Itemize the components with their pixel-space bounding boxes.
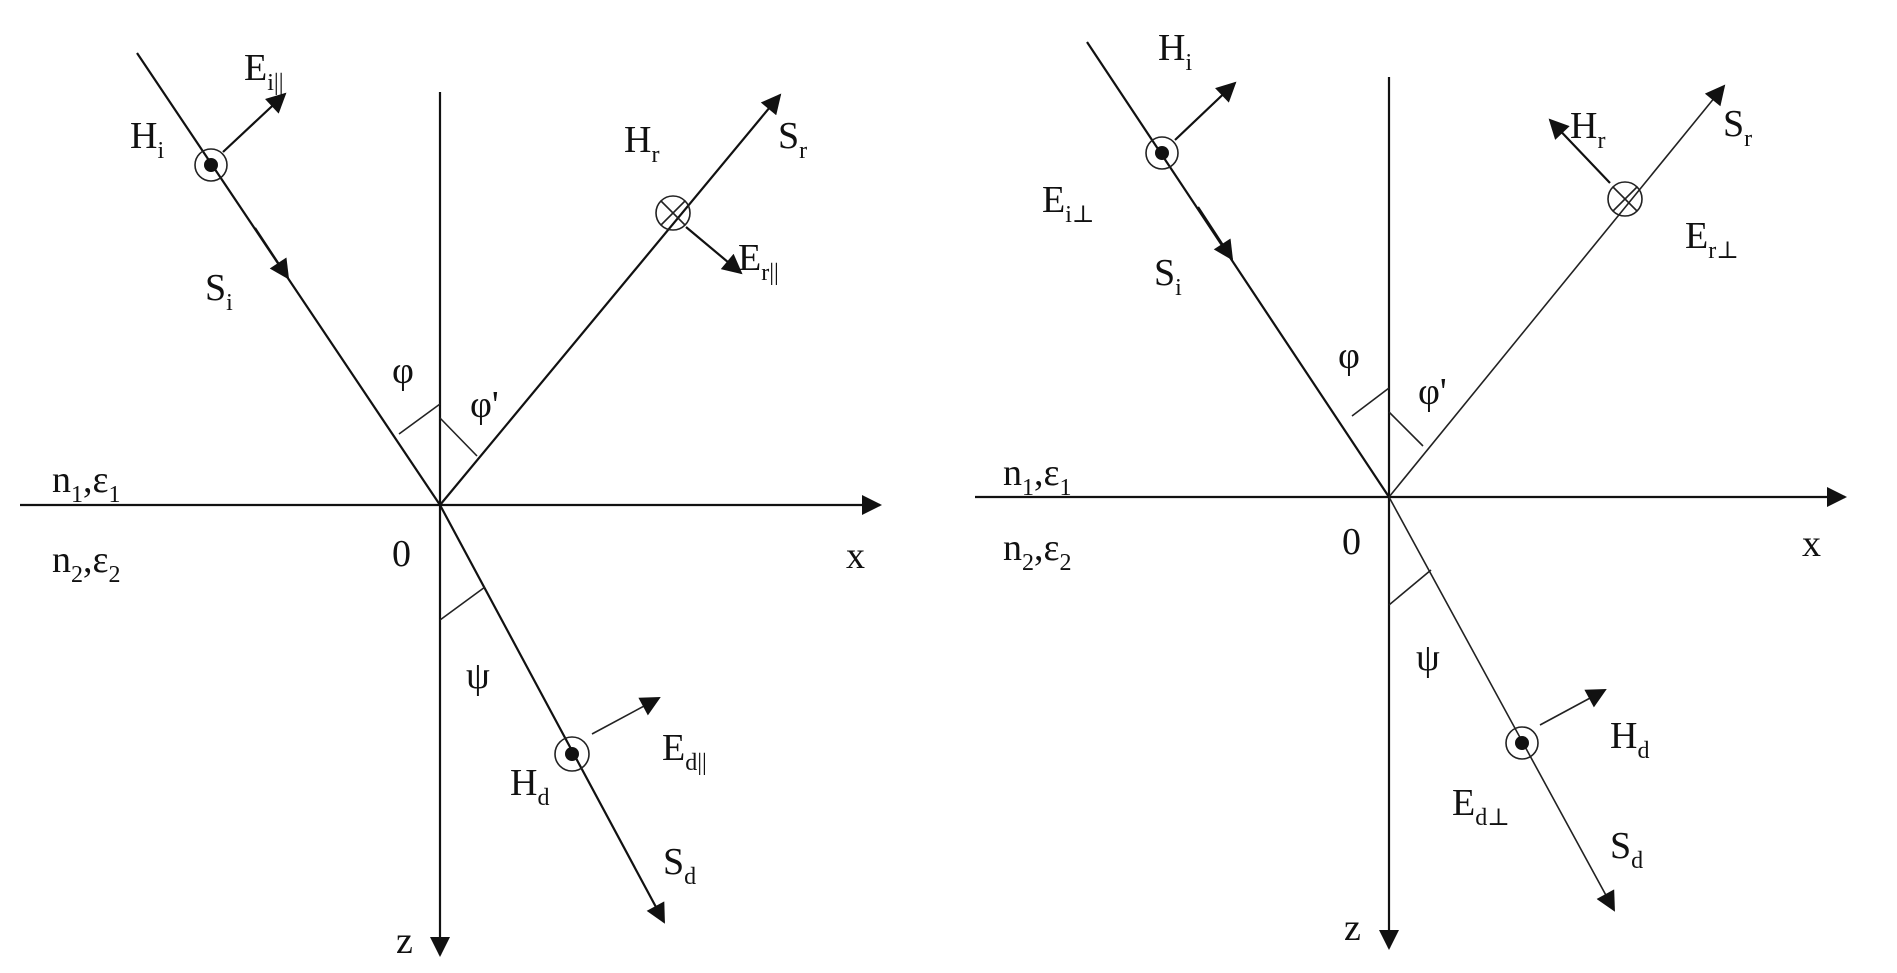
left-ed-vector [591, 697, 661, 735]
left-label-er: Er|| [738, 237, 779, 286]
right-label-sd: Sd [1610, 825, 1643, 874]
left-label-phi-prime: φ' [470, 384, 499, 426]
left-ei-vector [222, 92, 287, 153]
right-label-medium-2: n2,ε2 [1003, 527, 1071, 576]
left-label-hi: Hi [130, 115, 164, 164]
left-label-hd: Hd [510, 762, 549, 811]
left-er-vector [685, 226, 743, 275]
right-label-si: Si [1154, 252, 1182, 301]
left-label-ed: Ed|| [662, 727, 707, 776]
right-label-er: Er⊥ [1685, 215, 1739, 264]
right-label-psi: ψ [1416, 637, 1440, 679]
left-label-si: Si [205, 267, 233, 316]
right-label-hd: Hd [1610, 715, 1649, 764]
right-incident-ray-arrow [1197, 206, 1234, 261]
left-reflected-ray [439, 93, 782, 506]
right-label-phi-prime: φ' [1418, 371, 1447, 413]
right-label-x-axis: x [1802, 523, 1821, 565]
right-hi-vector [1174, 81, 1237, 141]
right-label-medium-1: n1,ε1 [1003, 452, 1071, 501]
left-label-medium-2: n2,ε2 [52, 539, 120, 588]
left-label-phi: φ [392, 350, 414, 392]
left-incident-ray [136, 52, 441, 506]
left-angle-psi-mark [439, 586, 486, 621]
right-label-ed: Ed⊥ [1452, 782, 1510, 831]
left-angle-phi-mark [398, 403, 441, 435]
right-incident-ray [1086, 41, 1390, 498]
left-label-medium-1: n1,ε1 [52, 459, 120, 508]
left-angle-phi-prime-mark [439, 417, 478, 457]
right-label-z-axis: z [1344, 907, 1361, 949]
right-angle-psi-mark [1388, 569, 1432, 606]
left-label-z-axis: z [396, 920, 413, 962]
right-label-phi: φ [1338, 335, 1360, 377]
left-label-sr: Sr [778, 115, 807, 164]
left-label-ei: Ei|| [244, 47, 284, 96]
right-label-origin: 0 [1342, 521, 1361, 563]
left-hr-cross-symbol [655, 195, 691, 231]
left-label-psi: ψ [466, 655, 490, 697]
left-hd-dot-symbol [554, 736, 590, 772]
right-label-ei: Ei⊥ [1042, 179, 1094, 228]
right-hi-dot-symbol [1145, 136, 1179, 170]
left-label-hr: Hr [624, 119, 659, 168]
left-refracted-ray [439, 504, 665, 924]
left-label-origin: 0 [392, 533, 411, 575]
right-reflected-ray [1388, 84, 1726, 498]
left-panel: Ei|| Hi Si Hr Sr Er|| φ φ' ψ n1,ε1 n2,ε2… [20, 47, 882, 962]
right-panel: Hi Ei⊥ Si Hr Sr Er⊥ φ φ' ψ n1,ε1 n2,ε2 0… [975, 27, 1847, 950]
left-hi-dot-symbol [194, 148, 228, 182]
right-refracted-ray [1388, 496, 1615, 912]
right-angle-phi-prime-mark [1388, 411, 1424, 447]
right-ed-dot-symbol [1505, 726, 1539, 760]
right-label-hi: Hi [1158, 27, 1192, 76]
right-hd-vector [1539, 689, 1607, 726]
right-label-hr: Hr [1570, 105, 1605, 154]
right-label-sr: Sr [1723, 103, 1752, 152]
left-label-x-axis: x [846, 535, 865, 577]
right-hr-vector [1548, 118, 1611, 184]
left-incident-ray-arrow [254, 227, 290, 280]
right-er-cross-symbol [1607, 181, 1643, 217]
right-angle-phi-mark [1351, 387, 1390, 417]
left-label-sd: Sd [663, 841, 696, 890]
